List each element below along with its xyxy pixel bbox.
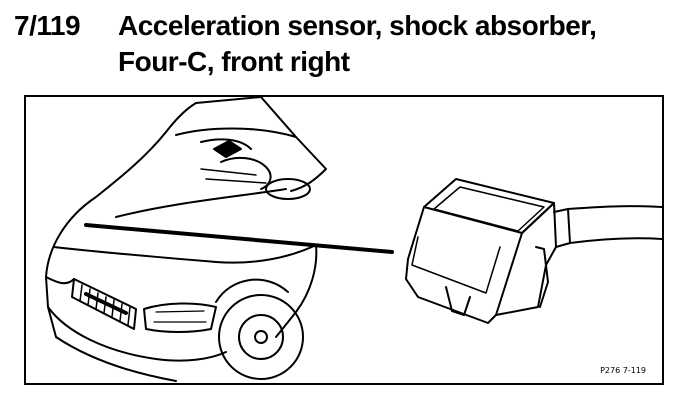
sensor-connector xyxy=(553,208,571,248)
car-a-pillar xyxy=(260,97,297,138)
sensor-front-face xyxy=(405,206,523,324)
car-bumper-lower xyxy=(55,336,177,382)
figure-code: P276 7-119 xyxy=(600,366,646,375)
car-front-left-edge xyxy=(45,276,57,338)
car-windshield xyxy=(175,97,327,192)
car-front-bumper xyxy=(47,306,227,362)
page-title-line-1: Acceleration sensor, shock absorber, xyxy=(118,10,597,41)
reference-number: 7/119 xyxy=(14,10,81,41)
car-right-fender xyxy=(275,244,318,338)
sensor-side-face xyxy=(495,202,557,316)
illustration-frame: P276 7-119 xyxy=(24,95,664,385)
sensor-tab-right xyxy=(535,246,549,308)
car-dashboard-line xyxy=(200,168,267,184)
sensor-top-face xyxy=(423,178,555,234)
sensor-tab-left xyxy=(445,286,471,316)
sensor-cable-upper xyxy=(567,205,662,210)
car-headlight-detail xyxy=(153,310,207,323)
car-steering-wheel xyxy=(265,178,311,200)
illustration xyxy=(45,97,662,382)
car-hood-edge xyxy=(45,102,197,278)
car-grille-emblem xyxy=(84,292,128,315)
car-hood-crease xyxy=(115,188,287,218)
car-hood-lip xyxy=(53,244,317,264)
car-front-wheel xyxy=(218,294,304,380)
sensor-front-inner xyxy=(411,236,501,294)
car-wheel-center xyxy=(254,330,268,344)
car-wheel-hub xyxy=(238,314,284,360)
car-grille-outline xyxy=(71,278,137,330)
page-title-line-2: Four-C, front right xyxy=(118,46,350,77)
car-headlight xyxy=(143,302,217,333)
acceleration-sensor-drawing xyxy=(405,178,662,324)
car-wheel-arch xyxy=(215,278,289,303)
pointer-line xyxy=(84,223,394,254)
sensor-cable-lower xyxy=(569,237,662,244)
car-side-line xyxy=(45,276,75,285)
car-drawing xyxy=(45,97,327,382)
car-dashboard-vent xyxy=(213,140,242,158)
sensor-top-rim xyxy=(433,186,545,232)
